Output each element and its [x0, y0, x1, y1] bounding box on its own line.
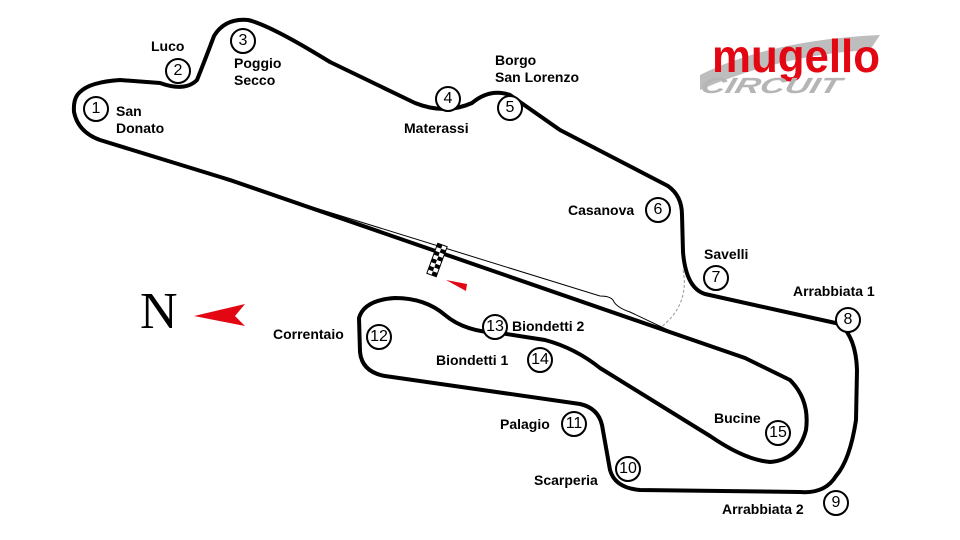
corner-3-badge: 3 — [230, 28, 256, 54]
corner-6-badge: 6 — [645, 197, 671, 223]
corner-12-badge: 12 — [366, 324, 392, 350]
corner-13-badge: 13 — [482, 314, 508, 340]
corner-9-badge: 9 — [823, 490, 849, 516]
direction-arrow-icon — [446, 280, 467, 291]
corner-9-label: Arrabbiata 2 — [722, 501, 804, 517]
corner-7-badge: 7 — [703, 265, 729, 291]
pit-exit-dashed — [659, 269, 685, 329]
corner-14-label: Biondetti 1 — [436, 352, 509, 368]
corner-1-label: San Donato — [116, 103, 165, 136]
corner-10-badge: 10 — [615, 456, 641, 482]
corner-14-badge: 14 — [527, 347, 553, 373]
corner-2-label: Luco — [151, 38, 185, 54]
corner-8-label: Arrabbiata 1 — [793, 283, 875, 299]
pit-lane — [224, 179, 669, 331]
corner-12-label: Correntaio — [273, 326, 344, 342]
circuit-track — [71, 17, 859, 495]
corner-15-label: Bucine — [714, 410, 761, 426]
corner-6-label: Casanova — [568, 202, 635, 218]
corner-4-label: Materassi — [404, 120, 469, 136]
corner-5-badge: 5 — [497, 95, 523, 121]
corner-11-label: Palagio — [500, 416, 550, 432]
corner-13-label: Biondetti 2 — [512, 318, 585, 334]
corner-2-badge: 2 — [165, 58, 191, 84]
corner-10-label: Scarperia — [534, 472, 598, 488]
corner-5-label: Borgo San Lorenzo — [495, 52, 580, 85]
corner-1-badge: 1 — [83, 96, 109, 122]
north-arrow-icon — [194, 304, 245, 326]
corner-11-badge: 11 — [561, 411, 587, 437]
start-finish-flag — [426, 242, 448, 278]
corner-7-label: Savelli — [704, 246, 749, 262]
corner-15-badge: 15 — [765, 420, 791, 446]
mugello-logo: mugello CIRCUIT — [698, 30, 880, 98]
svg-text:CIRCUIT: CIRCUIT — [698, 73, 848, 98]
north-label: N — [140, 283, 178, 340]
corner-4-badge: 4 — [435, 86, 461, 112]
svg-text:mugello: mugello — [712, 30, 880, 82]
corner-8-badge: 8 — [835, 307, 861, 333]
corner-3-label: Poggio Secco — [234, 55, 282, 88]
